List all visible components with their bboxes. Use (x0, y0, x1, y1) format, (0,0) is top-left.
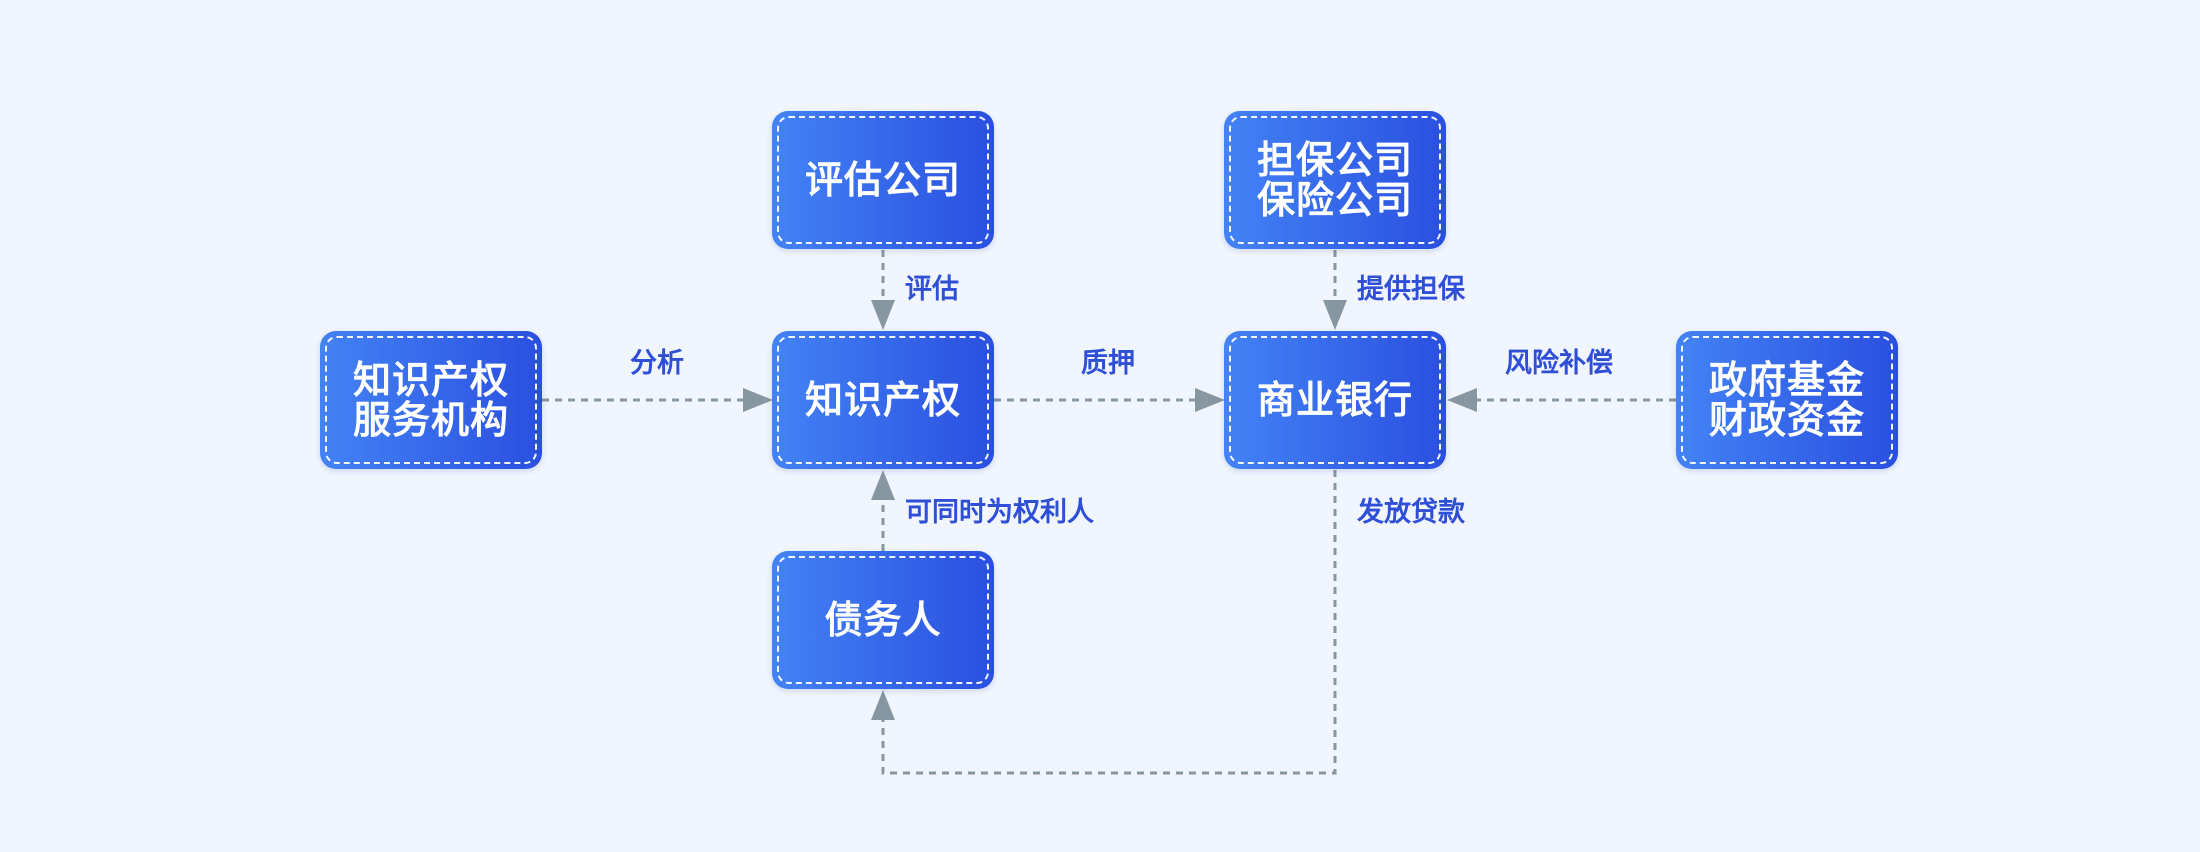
edge-pledge-arrowhead (1195, 388, 1225, 412)
node-debtor-label: 债务人 (824, 598, 942, 642)
edge-right-holder-label: 可同时为权利人 (905, 497, 1094, 528)
node-appraisal-company-label: 评估公司 (804, 158, 961, 202)
node-guarantee-insurance-label: 担保公司 保险公司 (1256, 138, 1413, 222)
edge-loan-label: 发放贷款 (1357, 497, 1465, 528)
edge-analyze-label: 分析 (630, 348, 684, 379)
edge-pledge-label: 质押 (1081, 348, 1135, 379)
node-government-fund-label: 政府基金 财政资金 (1708, 358, 1865, 442)
edge-right-holder-arrowhead (871, 470, 895, 500)
node-guarantee-insurance: 担保公司 保险公司 (1224, 111, 1446, 249)
edge-assess-arrowhead (871, 300, 895, 330)
node-government-fund: 政府基金 财政资金 (1676, 331, 1898, 469)
edge-guarantee-label: 提供担保 (1357, 274, 1465, 305)
node-ip-service-agency: 知识产权 服务机构 (320, 331, 542, 469)
node-intellectual-property-label: 知识产权 (804, 378, 961, 422)
edge-analyze-arrowhead (743, 388, 773, 412)
node-appraisal-company: 评估公司 (772, 111, 994, 249)
edge-assess-label: 评估 (905, 274, 959, 305)
edge-loan-line (881, 470, 1337, 775)
edge-guarantee-arrowhead (1323, 300, 1347, 330)
edge-compensation-label: 风险补偿 (1505, 348, 1613, 379)
node-debtor: 债务人 (772, 551, 994, 689)
node-intellectual-property: 知识产权 (772, 331, 994, 469)
node-commercial-bank: 商业银行 (1224, 331, 1446, 469)
node-ip-service-agency-label: 知识产权 服务机构 (352, 358, 509, 442)
edge-compensation-arrowhead (1447, 388, 1477, 412)
edge-loan-arrowhead (871, 690, 895, 720)
node-commercial-bank-label: 商业银行 (1256, 378, 1413, 422)
